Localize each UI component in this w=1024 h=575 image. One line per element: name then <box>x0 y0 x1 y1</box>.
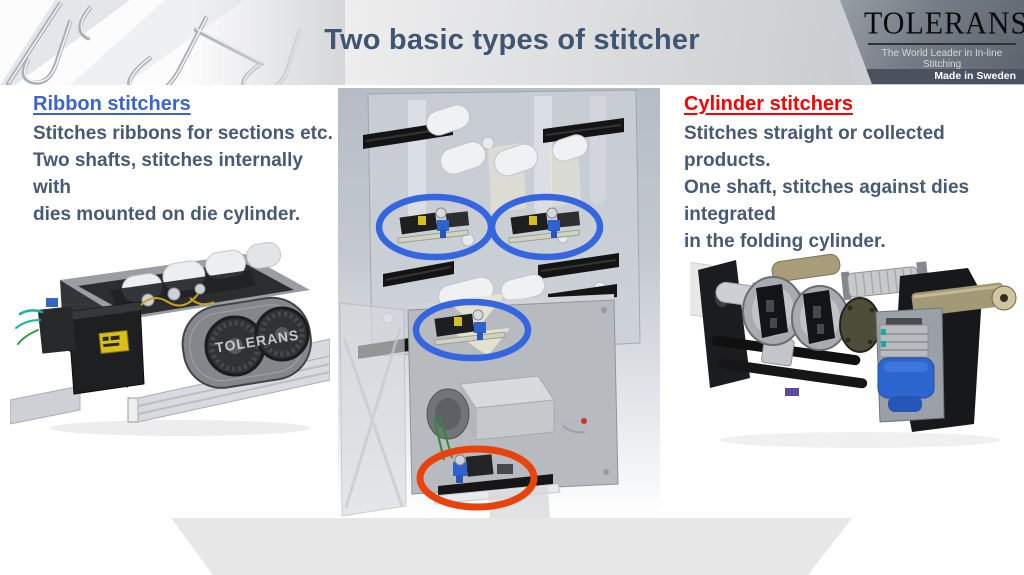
gear-discs <box>204 306 310 377</box>
stitcher-head-discs <box>742 276 849 351</box>
ribbon-description: Stitches ribbons for sections etc. Two s… <box>33 123 333 225</box>
warning-label <box>98 330 130 354</box>
tolerans-logo: TOLERANS The World Leader in In-line Sti… <box>840 0 1024 84</box>
blue-motor <box>877 357 935 412</box>
ribbon-highlight-oval-2 <box>488 193 604 261</box>
logo-divider <box>868 43 1016 45</box>
stitching-wire-photo <box>0 0 345 85</box>
ribbon-highlight-oval-3 <box>412 298 532 362</box>
cylinder-section: Cylinder stitchers Stitches straight or … <box>684 93 1024 255</box>
page-title: Two basic types of stitcher <box>324 24 700 56</box>
yellow-cables <box>137 293 215 309</box>
cylinder-heading-link[interactable]: Cylinder stitchers <box>684 93 853 115</box>
press-section-diagram <box>338 88 660 518</box>
stitcher-heads <box>397 207 581 483</box>
footer-trapezoid <box>171 518 852 575</box>
ribbon-section: Ribbon stitchers Stitches ribbons for se… <box>33 93 335 228</box>
ribbon-heading-link[interactable]: Ribbon stitchers <box>33 93 191 115</box>
logo-origin-text: Made in Sweden <box>840 69 1024 84</box>
header-band: Two basic types of stitcher TOLERANS The… <box>0 0 1024 85</box>
teal-wires <box>15 309 44 345</box>
cylinder-stitcher-image <box>690 228 1020 453</box>
ribbon-stitcher-image: TOLERANS <box>10 228 330 463</box>
cylinder-description: Stitches straight or collected products.… <box>684 123 970 252</box>
tie-rods <box>711 335 868 389</box>
logo-brand-text: TOLERANS <box>864 6 1024 41</box>
logo-tagline: The World Leader in In-line Stitching <box>881 48 1003 70</box>
cylinder-highlight-oval <box>416 445 538 511</box>
